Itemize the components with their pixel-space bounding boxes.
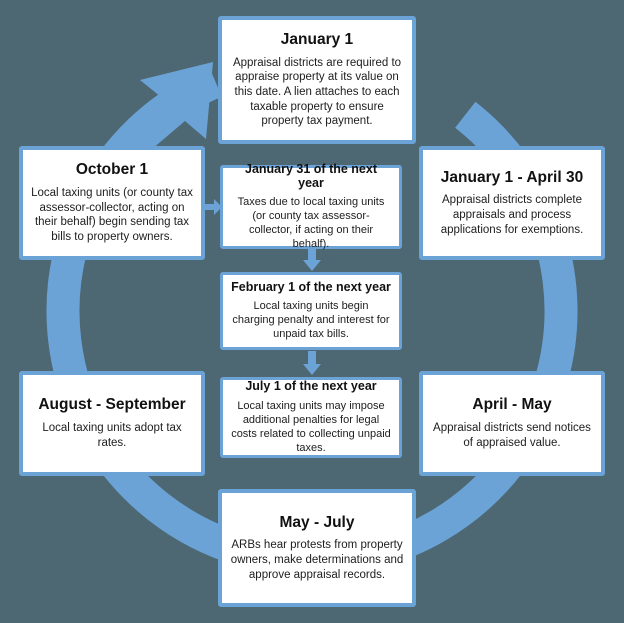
cycle-node-title: April - May [472, 396, 552, 414]
chain-node-body: Taxes due to local taxing units (or coun… [237, 196, 385, 251]
cycle-node-january-1[interactable]: January 1 Appraisal districts are requir… [218, 16, 416, 144]
chain-node-title: February 1 of the next year [231, 279, 391, 294]
cycle-node-body: Local taxing units (or county tax assess… [31, 186, 193, 244]
cycle-node-october-1[interactable]: October 1 Local taxing units (or county … [19, 146, 205, 260]
cycle-node-body: Appraisal districts are required to appr… [232, 56, 402, 128]
cycle-node-title: May - July [279, 513, 355, 531]
arrow-right-icon [203, 199, 222, 215]
cycle-node-title: October 1 [75, 161, 149, 179]
cycle-node-body: ARBs hear protests from property owners,… [230, 539, 404, 581]
cycle-node-april-may[interactable]: April - May Appraisal districts send not… [419, 371, 605, 476]
chain-node-january-31-next-year[interactable]: January 31 of the next year Taxes due to… [220, 161, 402, 251]
cycle-node-title: January 1 [280, 30, 354, 48]
cycle-node-body: Appraisal districts send notices of appr… [433, 422, 591, 449]
chain-node-july-1-next-year[interactable]: July 1 of the next year Local taxing uni… [220, 377, 402, 458]
cycle-arrowhead-icon [109, 62, 213, 166]
cycle-node-body: Appraisal districts complete appraisals … [440, 194, 584, 236]
cycle-node-title: January 1 - April 30 [440, 168, 584, 186]
chain-node-february-1-next-year[interactable]: February 1 of the next year Local taxing… [220, 272, 402, 350]
cycle-node-title: August - September [38, 396, 186, 414]
chain-node-body: Local taxing units may impose additional… [231, 399, 391, 454]
chain-node-body: Local taxing units begin charging penalt… [232, 300, 390, 341]
cycle-node-august-september[interactable]: August - September Local taxing units ad… [19, 371, 205, 476]
cycle-node-january-1-april-30[interactable]: January 1 - April 30 Appraisal districts… [419, 146, 605, 260]
chain-node-title: July 1 of the next year [245, 379, 377, 394]
arrow-down-icon [303, 351, 321, 375]
cycle-node-may-july[interactable]: May - July ARBs hear protests from prope… [218, 489, 416, 607]
cycle-node-body: Local taxing units adopt tax rates. [42, 422, 182, 449]
arrow-down-icon [303, 247, 321, 271]
chain-node-title: January 31 of the next year [245, 161, 377, 191]
